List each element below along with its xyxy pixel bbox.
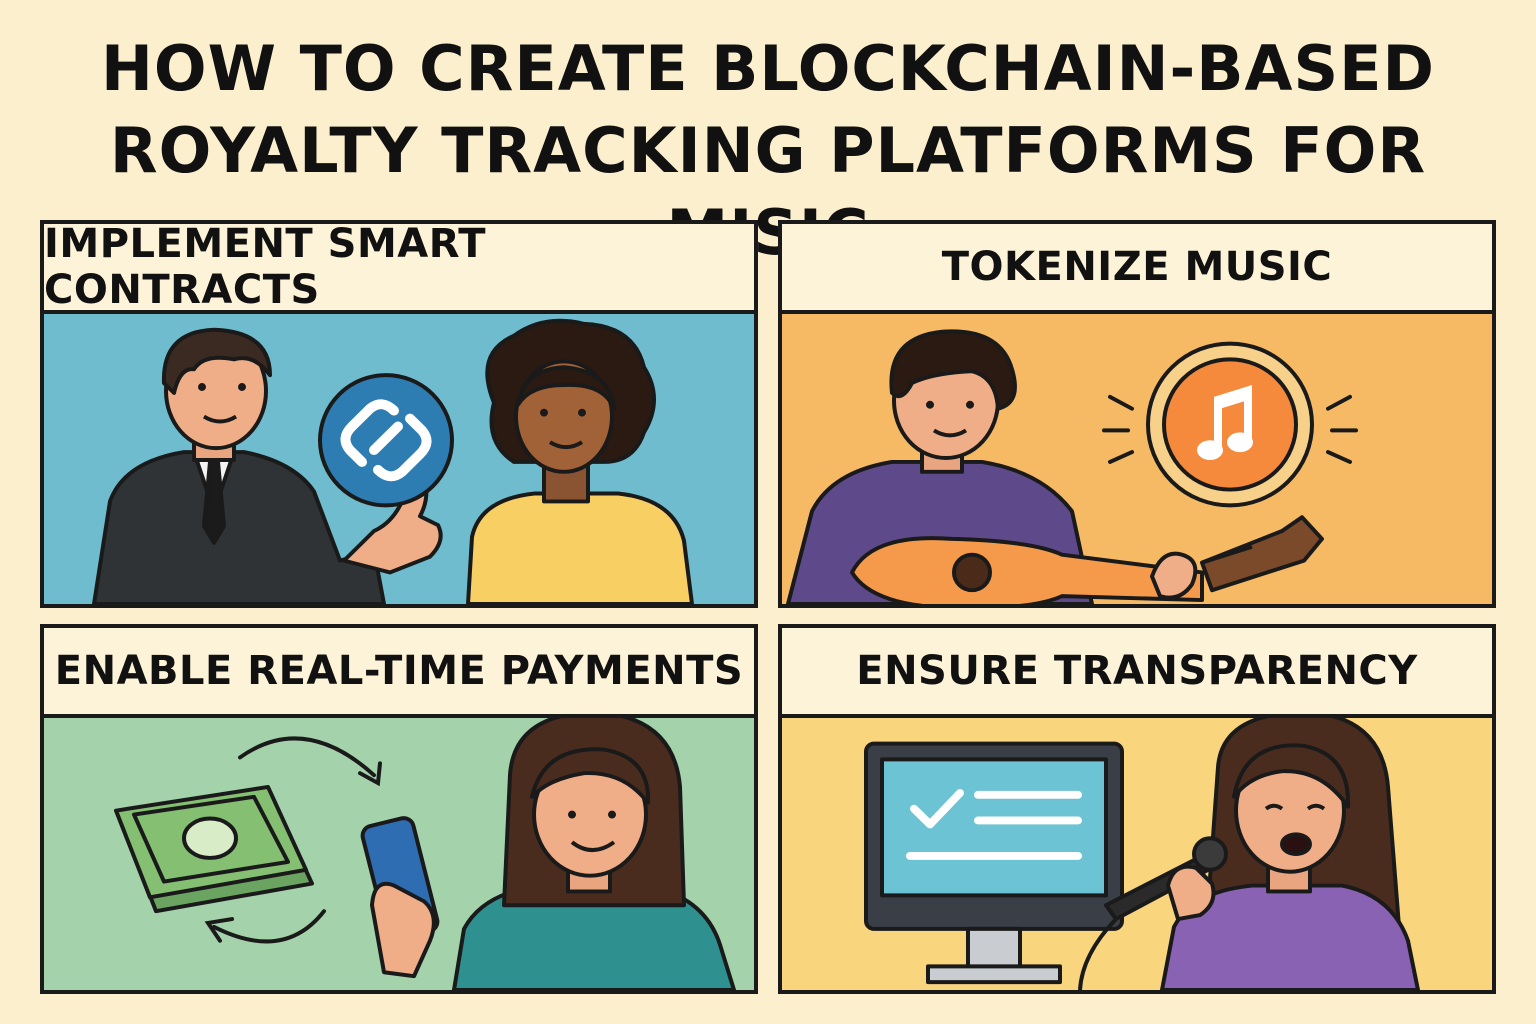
page-title: HOW TO CREATE BLOCKCHAIN-BASED ROYALTY T… <box>0 28 1536 274</box>
panel-smart-contracts: IMPLEMENT SMART CONTRACTS <box>40 220 758 608</box>
smart-contracts-illustration <box>44 314 754 604</box>
panel-heading: ENABLE REAL-TIME PAYMENTS <box>44 628 754 718</box>
microphone-icon <box>1078 836 1228 990</box>
title-line-1: HOW TO CREATE BLOCKCHAIN-BASED <box>101 32 1435 105</box>
panel-real-time-payments: ENABLE REAL-TIME PAYMENTS <box>40 624 758 994</box>
panel-ensure-transparency: ENSURE TRANSPARENCY <box>778 624 1496 994</box>
panel-heading: IMPLEMENT SMART CONTRACTS <box>44 224 754 314</box>
money-stack-icon <box>114 785 314 914</box>
exchange-arrows-icon <box>204 736 382 944</box>
guitarist-figure <box>786 329 1324 604</box>
panel-heading: TOKENIZE MUSIC <box>782 224 1492 314</box>
tokenize-music-illustration <box>782 314 1492 604</box>
title-line-2: ROYALTY TRACKING PLATFORMS FOR MISIC <box>109 114 1427 269</box>
singer-figure <box>1078 718 1420 990</box>
panel-heading: ENSURE TRANSPARENCY <box>782 628 1492 718</box>
checklist-monitor-icon <box>864 741 1124 985</box>
transparency-illustration <box>782 718 1492 990</box>
real-time-payments-illustration <box>44 718 754 990</box>
woman-figure <box>466 318 694 604</box>
woman-with-phone-figure <box>360 718 736 990</box>
businessman-figure <box>92 327 443 604</box>
music-note-coin-icon <box>1102 341 1358 508</box>
panel-tokenize-music: TOKENIZE MUSIC <box>778 220 1496 608</box>
chain-link-icon <box>318 373 454 508</box>
